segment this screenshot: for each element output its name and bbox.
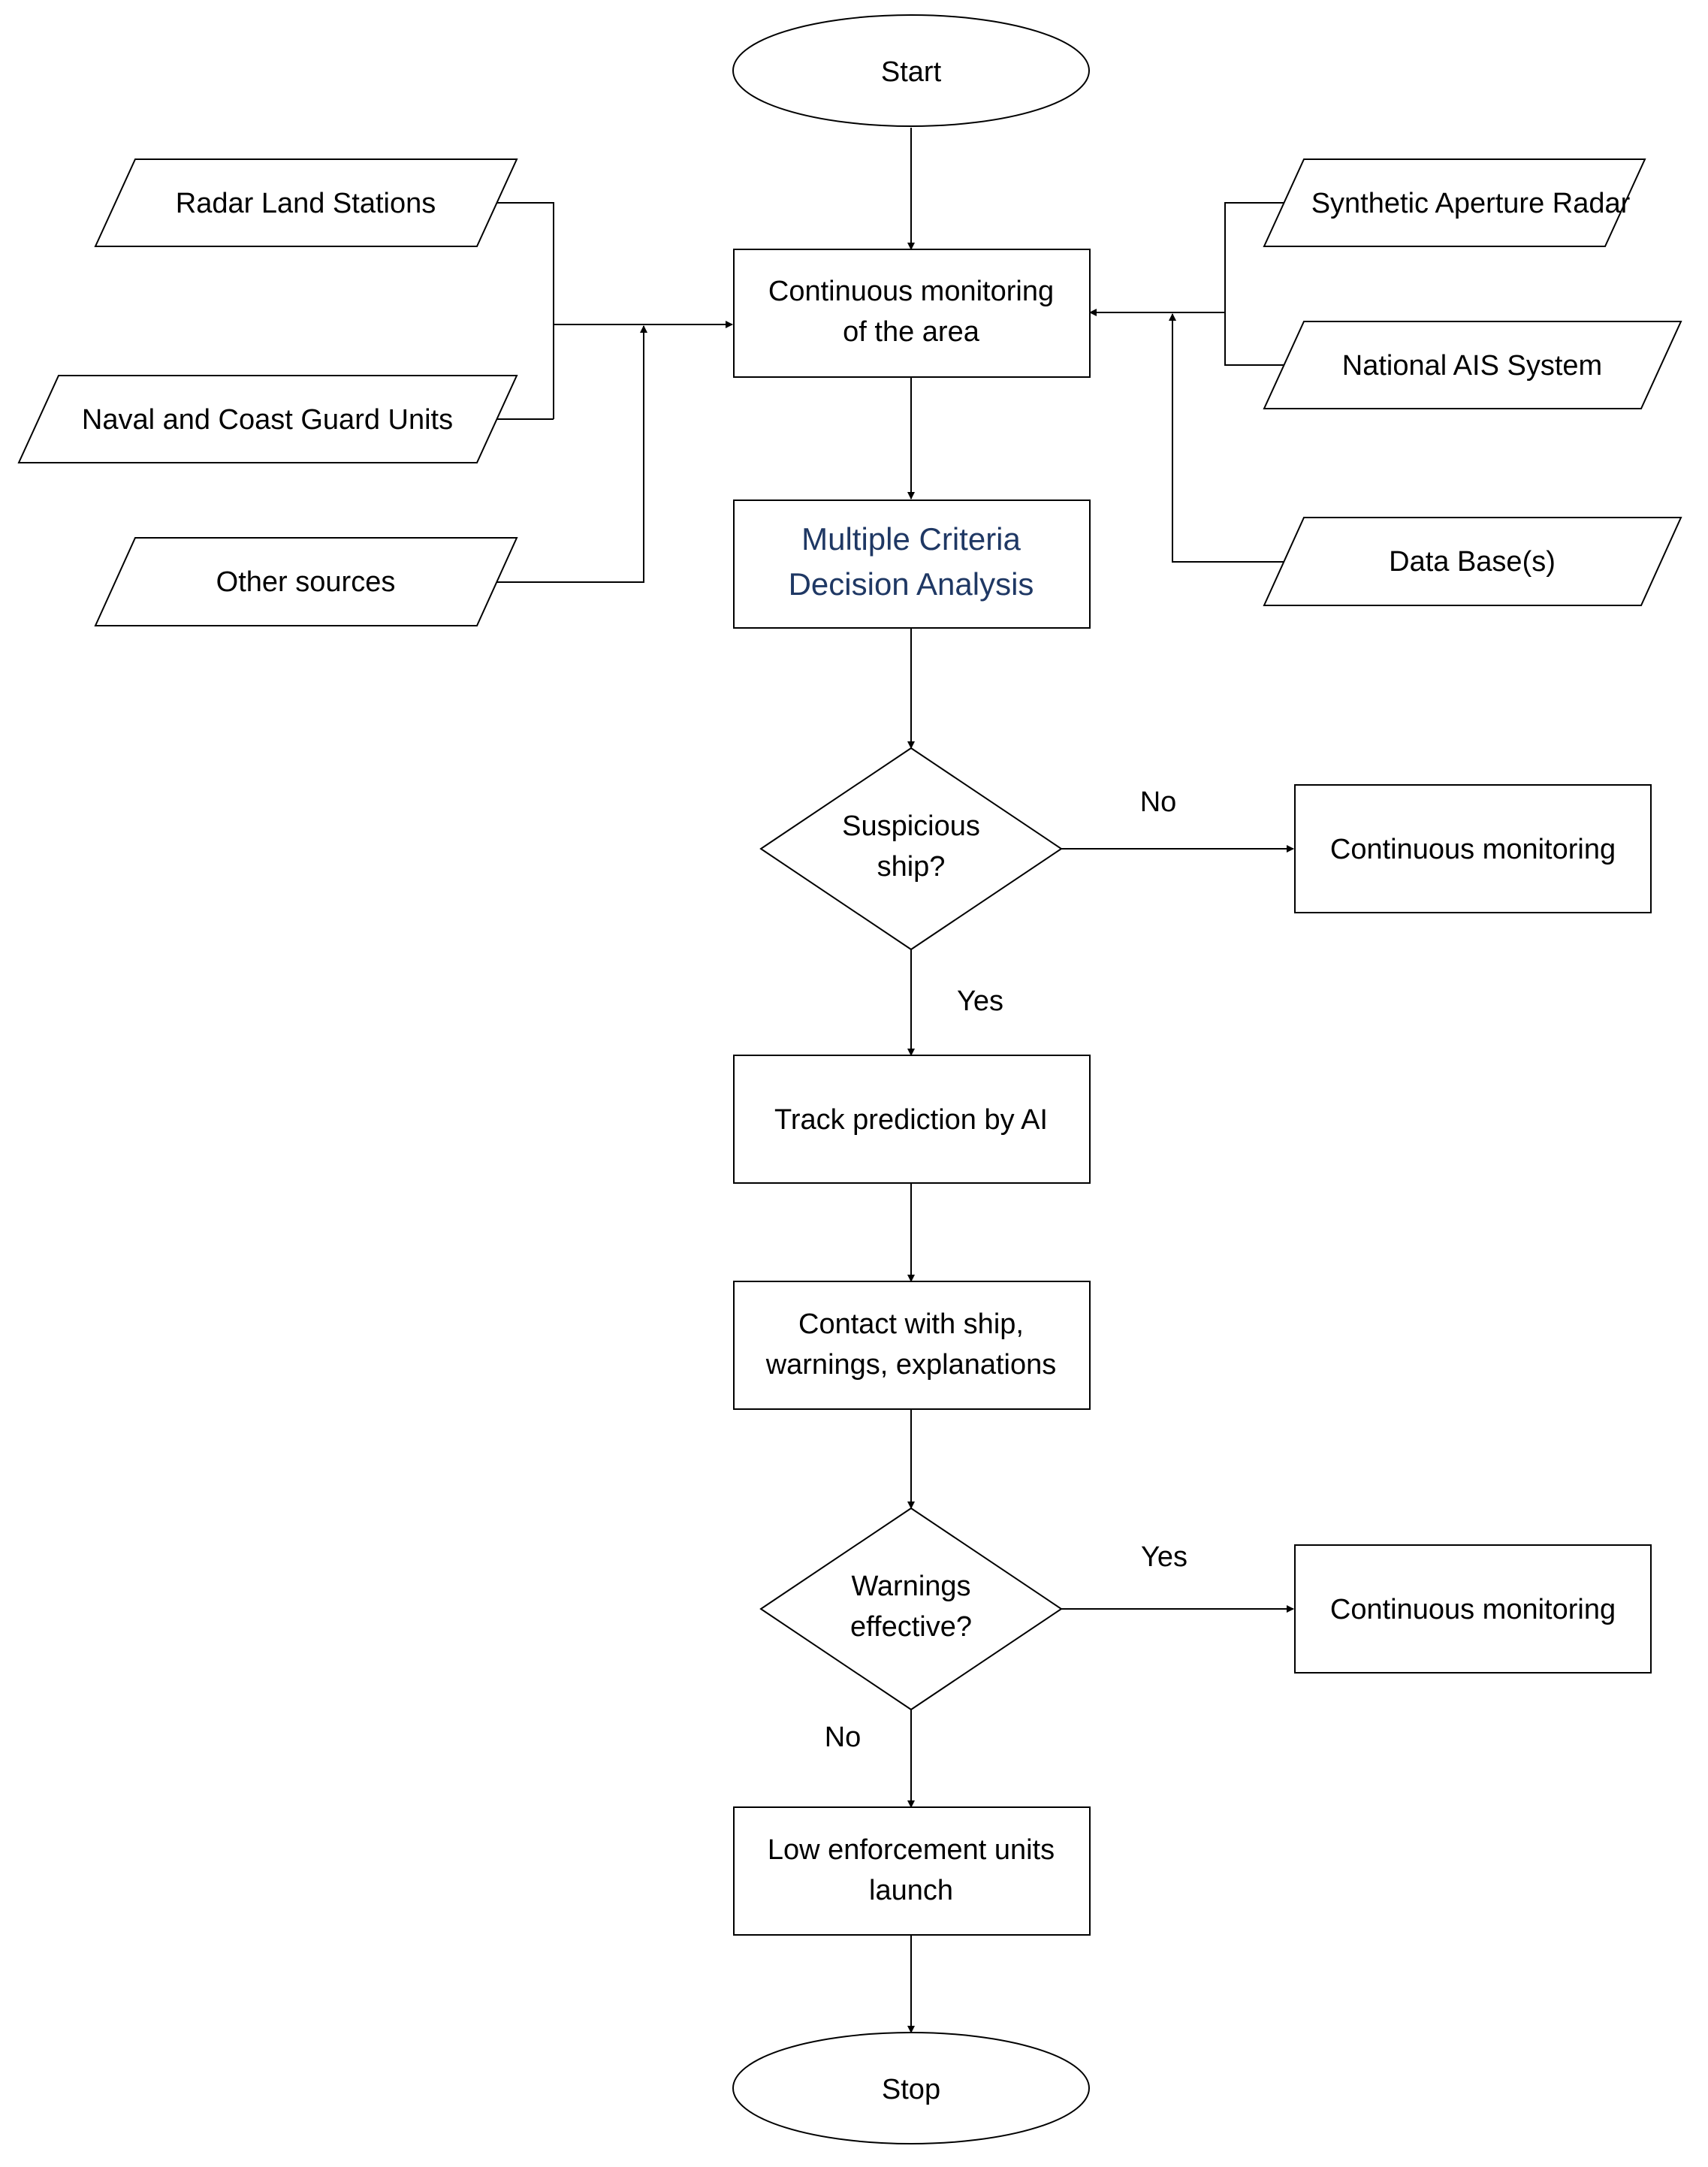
main-flow-connectors — [907, 128, 1294, 2033]
contact-ship-process: Contact with ship, warnings, explanation… — [733, 1281, 1091, 1410]
law-units-line-2: launch — [869, 1875, 953, 1906]
continuous-monitoring-1: Continuous monitoring — [1294, 784, 1652, 913]
arrow-database — [1169, 313, 1292, 563]
track-prediction-process: Track prediction by AI — [733, 1055, 1091, 1184]
suspicious-line-2: ship? — [877, 851, 946, 883]
source-sar-label: Synthetic Aperture Radar — [1311, 188, 1631, 219]
warnings-line-1: Warnings — [851, 1571, 970, 1602]
continuous-monitoring-2-label: Continuous monitoring — [1330, 1594, 1616, 1625]
warnings-yes-label: Yes — [1141, 1541, 1187, 1573]
law-units-process: Low enforcement units launch — [733, 1806, 1091, 1936]
suspicious-no-label: No — [1140, 786, 1177, 818]
connector-sar-ais — [1224, 202, 1304, 366]
left-source-connectors — [475, 202, 733, 583]
warnings-decision: Warnings effective? — [759, 1507, 1063, 1711]
warnings-line-2: effective? — [850, 1611, 972, 1643]
stop-label: Stop — [882, 2074, 940, 2105]
monitoring-area-process: Continuous monitoring of the area — [733, 249, 1091, 378]
suspicious-line-1: Suspicious — [842, 810, 980, 842]
connector-radar-land — [492, 202, 554, 419]
track-prediction-label: Track prediction by AI — [774, 1104, 1048, 1136]
source-sar: Synthetic Aperture Radar — [1263, 158, 1646, 247]
continuous-monitoring-2: Continuous monitoring — [1294, 1544, 1652, 1674]
mcda-line-1: Multiple Criteria — [801, 521, 1021, 557]
source-database: Data Base(s) — [1263, 517, 1682, 606]
source-radar-land: Radar Land Stations — [94, 158, 518, 247]
contact-ship-line-2: warnings, explanations — [765, 1349, 1057, 1381]
source-naval: Naval and Coast Guard Units — [17, 375, 518, 463]
monitoring-area-line-2: of the area — [843, 316, 980, 348]
right-source-connectors — [1089, 202, 1304, 563]
monitoring-area-line-1: Continuous monitoring — [768, 276, 1054, 307]
source-ais: National AIS System — [1263, 321, 1682, 409]
source-other: Other sources — [94, 537, 518, 626]
suspicious-decision: Suspicious ship? — [759, 747, 1063, 951]
stop-terminal: Stop — [732, 2032, 1090, 2144]
law-units-line-1: Low enforcement units — [768, 1834, 1055, 1866]
source-radar-land-label: Radar Land Stations — [176, 188, 436, 219]
start-label: Start — [881, 56, 942, 88]
arrow-other-sources — [492, 325, 647, 583]
start-terminal: Start — [732, 14, 1090, 127]
source-database-label: Data Base(s) — [1389, 546, 1556, 578]
suspicious-yes-label: Yes — [957, 985, 1003, 1017]
mcda-line-2: Decision Analysis — [789, 566, 1034, 602]
mcda-process: Multiple Criteria Decision Analysis — [733, 499, 1091, 629]
contact-ship-line-1: Contact with ship, — [798, 1308, 1024, 1340]
source-ais-label: National AIS System — [1342, 350, 1602, 382]
continuous-monitoring-1-label: Continuous monitoring — [1330, 834, 1616, 865]
source-other-label: Other sources — [216, 566, 396, 598]
warnings-no-label: No — [825, 1722, 862, 1753]
source-naval-label: Naval and Coast Guard Units — [82, 404, 453, 436]
